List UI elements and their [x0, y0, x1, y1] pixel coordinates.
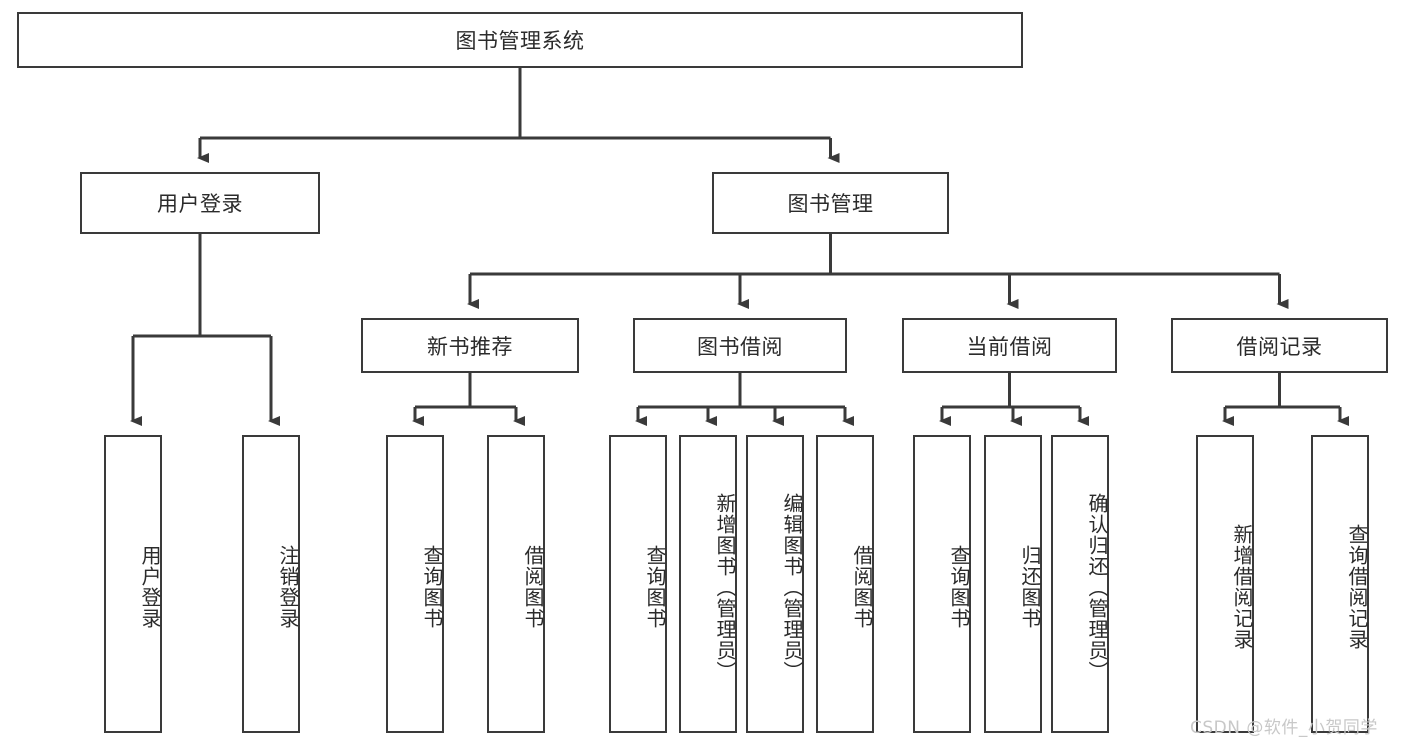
node-l3b[interactable]: 图书借阅: [633, 318, 847, 373]
node-label: 借阅图书: [521, 545, 545, 629]
node-label: 借阅记录: [1236, 334, 1323, 359]
node-l2a[interactable]: 用户登录: [80, 172, 320, 234]
node-root[interactable]: 图书管理系统: [17, 12, 1023, 68]
edge-lines: [130, 68, 1349, 426]
node-f12[interactable]: 新增借阅记录: [1196, 435, 1254, 733]
node-f2[interactable]: 注销登录: [242, 435, 300, 733]
node-f1[interactable]: 用户登录: [104, 435, 162, 733]
node-f8[interactable]: 借阅图书: [816, 435, 874, 733]
node-label: 确认归还（管理员）: [1085, 492, 1109, 682]
node-label: 新增图书（管理员）: [713, 492, 737, 682]
node-l3d[interactable]: 借阅记录: [1171, 318, 1388, 373]
node-label: 新增借阅记录: [1230, 524, 1254, 650]
node-label: 借阅图书: [850, 545, 874, 629]
node-l3c[interactable]: 当前借阅: [902, 318, 1117, 373]
node-f9[interactable]: 查询图书: [913, 435, 971, 733]
node-f4[interactable]: 借阅图书: [487, 435, 545, 733]
node-f7[interactable]: 编辑图书（管理员）: [746, 435, 804, 733]
node-label: 用户登录: [138, 545, 162, 629]
node-f3[interactable]: 查询图书: [386, 435, 444, 733]
node-label: 新书推荐: [427, 334, 513, 359]
node-label: 查询图书: [643, 545, 667, 629]
node-label: 用户登录: [157, 192, 243, 216]
node-f13[interactable]: 查询借阅记录: [1311, 435, 1369, 733]
node-label: 查询图书: [420, 545, 444, 629]
node-f5[interactable]: 查询图书: [609, 435, 667, 733]
node-f10[interactable]: 归还图书: [984, 435, 1042, 733]
node-label: 归还图书: [1018, 545, 1042, 629]
node-label: 注销登录: [276, 545, 300, 629]
node-label: 查询借阅记录: [1345, 524, 1369, 650]
node-label: 图书管理系统: [455, 29, 585, 53]
node-f11[interactable]: 确认归还（管理员）: [1051, 435, 1109, 733]
watermark-label: CSDN @软件_小贺同学: [1190, 718, 1378, 738]
node-label: 图书借阅: [697, 334, 783, 359]
node-label: 编辑图书（管理员）: [780, 492, 804, 682]
node-l2b[interactable]: 图书管理: [712, 172, 949, 234]
node-label: 当前借阅: [966, 334, 1053, 359]
node-l3a[interactable]: 新书推荐: [361, 318, 579, 373]
node-label: 查询图书: [947, 545, 971, 629]
node-f6[interactable]: 新增图书（管理员）: [679, 435, 737, 733]
node-label: 图书管理: [787, 192, 874, 216]
